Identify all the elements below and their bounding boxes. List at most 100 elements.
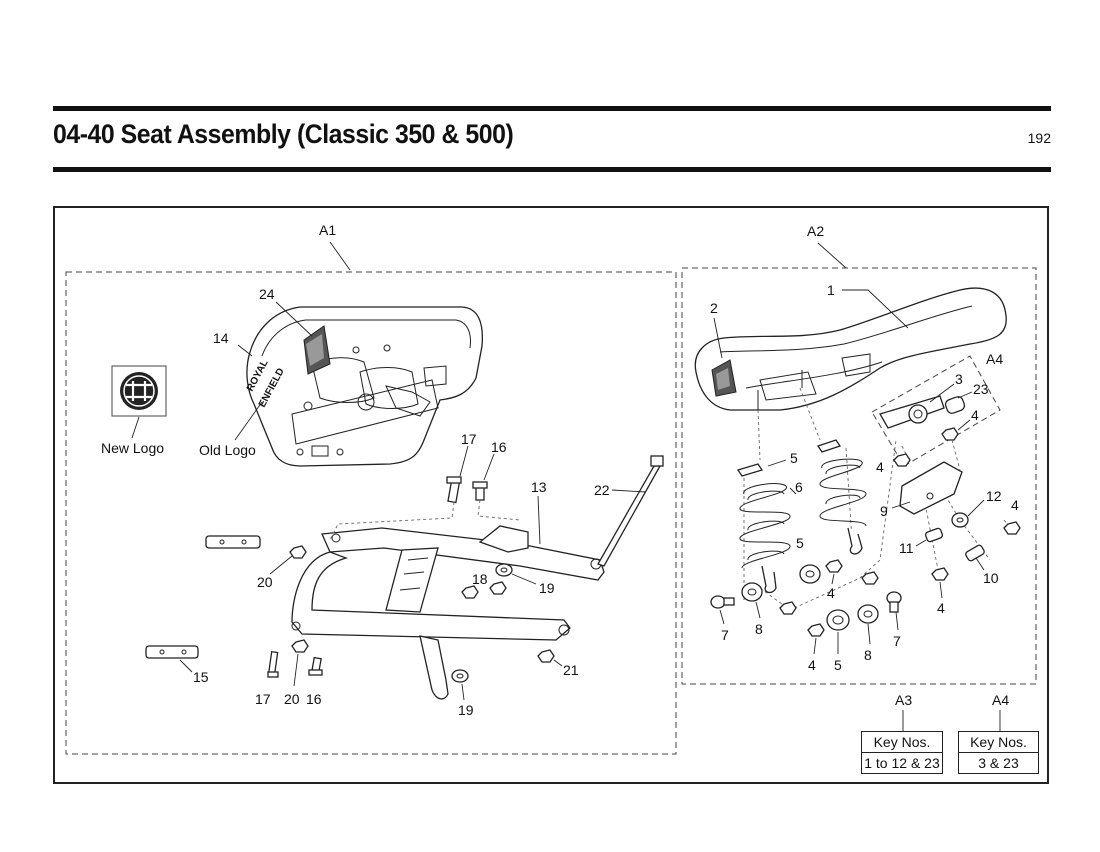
callout-leader-11 xyxy=(915,539,927,547)
callout-5a: 5 xyxy=(790,450,798,466)
bolt-16-bottom xyxy=(308,656,323,676)
bolts-18 xyxy=(461,581,507,599)
header-rule-bottom xyxy=(53,167,1051,172)
callout-17b: 17 xyxy=(255,691,271,707)
old-logo-leader xyxy=(234,401,263,441)
callout-leader-8b xyxy=(867,623,871,645)
callout-20a: 20 xyxy=(257,574,273,590)
callout-leader-9 xyxy=(891,501,911,509)
group-label-a4: A4 xyxy=(992,692,1009,708)
bolt-16-top xyxy=(472,481,488,501)
callout-leader-24 xyxy=(275,301,313,337)
callout-leader-4f xyxy=(813,637,817,655)
callout-leader-2 xyxy=(713,317,723,359)
key-table-a3-value: 1 to 12 & 23 xyxy=(862,752,942,773)
callout-5c: 5 xyxy=(834,657,842,673)
callout-7b: 7 xyxy=(893,633,901,649)
callout-4e: 4 xyxy=(827,585,835,601)
washer-5-bottom xyxy=(826,609,850,631)
page-number: 192 xyxy=(1027,130,1051,146)
callout-leader-5a xyxy=(767,459,787,467)
callout-leader-22 xyxy=(611,489,647,493)
callout-leader-12 xyxy=(967,499,985,517)
callout-leader-23 xyxy=(957,391,973,399)
callout-21: 21 xyxy=(563,662,579,678)
callout-leader-15 xyxy=(179,659,193,673)
washer-8-left xyxy=(741,582,763,602)
callout-8b: 8 xyxy=(864,647,872,663)
seat-mounting-frame xyxy=(291,525,605,700)
spring-6-right xyxy=(816,439,867,555)
key-table-a3: Key Nos. 1 to 12 & 23 xyxy=(861,731,943,774)
callout-14: 14 xyxy=(213,330,229,346)
new-logo-emblem xyxy=(111,365,167,417)
callout-leader-20a xyxy=(269,555,293,575)
callout-leader-21 xyxy=(553,659,563,667)
group-label-a1: A1 xyxy=(319,222,336,238)
latch-bracket-3 xyxy=(879,395,945,429)
callout-leader-16a xyxy=(483,453,495,481)
callout-leader-6 xyxy=(789,487,797,495)
callout-20b: 20 xyxy=(284,691,300,707)
nut-4-mid xyxy=(893,453,911,467)
callout-leader-4a xyxy=(957,419,971,431)
nut-4-right-low xyxy=(931,567,949,581)
callout-10: 10 xyxy=(983,570,999,586)
callout-15: 15 xyxy=(193,669,209,685)
callout-1: 1 xyxy=(827,282,835,298)
callout-6: 6 xyxy=(795,479,803,495)
callout-2: 2 xyxy=(710,300,718,316)
callout-18: 18 xyxy=(472,571,488,587)
callout-leader-13 xyxy=(537,495,541,545)
callout-16a: 16 xyxy=(491,439,507,455)
rider-seat xyxy=(694,287,1007,411)
callout-16b: 16 xyxy=(306,691,322,707)
callout-leader-19b xyxy=(461,683,465,701)
callout-4a: 4 xyxy=(971,407,979,423)
group-label-a2: A2 xyxy=(807,223,824,239)
bolt-17-top xyxy=(446,476,462,504)
callout-22: 22 xyxy=(594,482,610,498)
nut-21 xyxy=(537,649,555,663)
washer-12 xyxy=(951,512,969,528)
callout-leader-19a xyxy=(511,573,537,585)
callout-leader-8a xyxy=(755,601,761,619)
new-logo-leader xyxy=(131,416,140,439)
key-table-a4-value: 3 & 23 xyxy=(959,752,1038,773)
assembly-path-17 xyxy=(329,501,455,541)
assembly-path-16 xyxy=(477,499,521,521)
callout-12: 12 xyxy=(986,488,1002,504)
assembly-guides-a2 xyxy=(757,387,961,471)
nut-4-bottom xyxy=(807,623,825,637)
washer-19-top xyxy=(495,563,513,577)
nut-4-right xyxy=(1003,521,1021,535)
nut-20-top xyxy=(289,545,307,559)
bolt-7-right xyxy=(886,591,902,613)
pillion-seat-body xyxy=(246,306,484,467)
callout-4f: 4 xyxy=(808,657,816,673)
group-label-a4-inner: A4 xyxy=(986,351,1003,367)
callout-leader-17a xyxy=(459,445,469,477)
callout-7a: 7 xyxy=(721,627,729,643)
washer-8-right xyxy=(857,604,879,624)
new-logo-label: New Logo xyxy=(101,440,164,456)
nut-20-bottom xyxy=(291,639,309,653)
callout-17a: 17 xyxy=(461,431,477,447)
group-leader-a2 xyxy=(817,242,847,269)
callout-24: 24 xyxy=(259,286,275,302)
grab-rail xyxy=(81,493,261,659)
callout-23: 23 xyxy=(973,381,989,397)
bracket-9 xyxy=(899,461,963,515)
key-table-a3-header: Key Nos. xyxy=(873,734,931,750)
key-table-a4-header: Key Nos. xyxy=(970,734,1027,750)
callout-13: 13 xyxy=(531,479,547,495)
group-leader-a1 xyxy=(329,241,351,271)
nut-4-mid-left xyxy=(825,559,843,573)
callout-leader-10 xyxy=(975,557,985,571)
group-label-a3: A3 xyxy=(895,692,912,708)
group-a1-boundary xyxy=(65,271,677,755)
washer-19-bottom xyxy=(451,669,469,683)
callout-4c: 4 xyxy=(1011,497,1019,513)
diagram-frame xyxy=(53,206,1049,784)
